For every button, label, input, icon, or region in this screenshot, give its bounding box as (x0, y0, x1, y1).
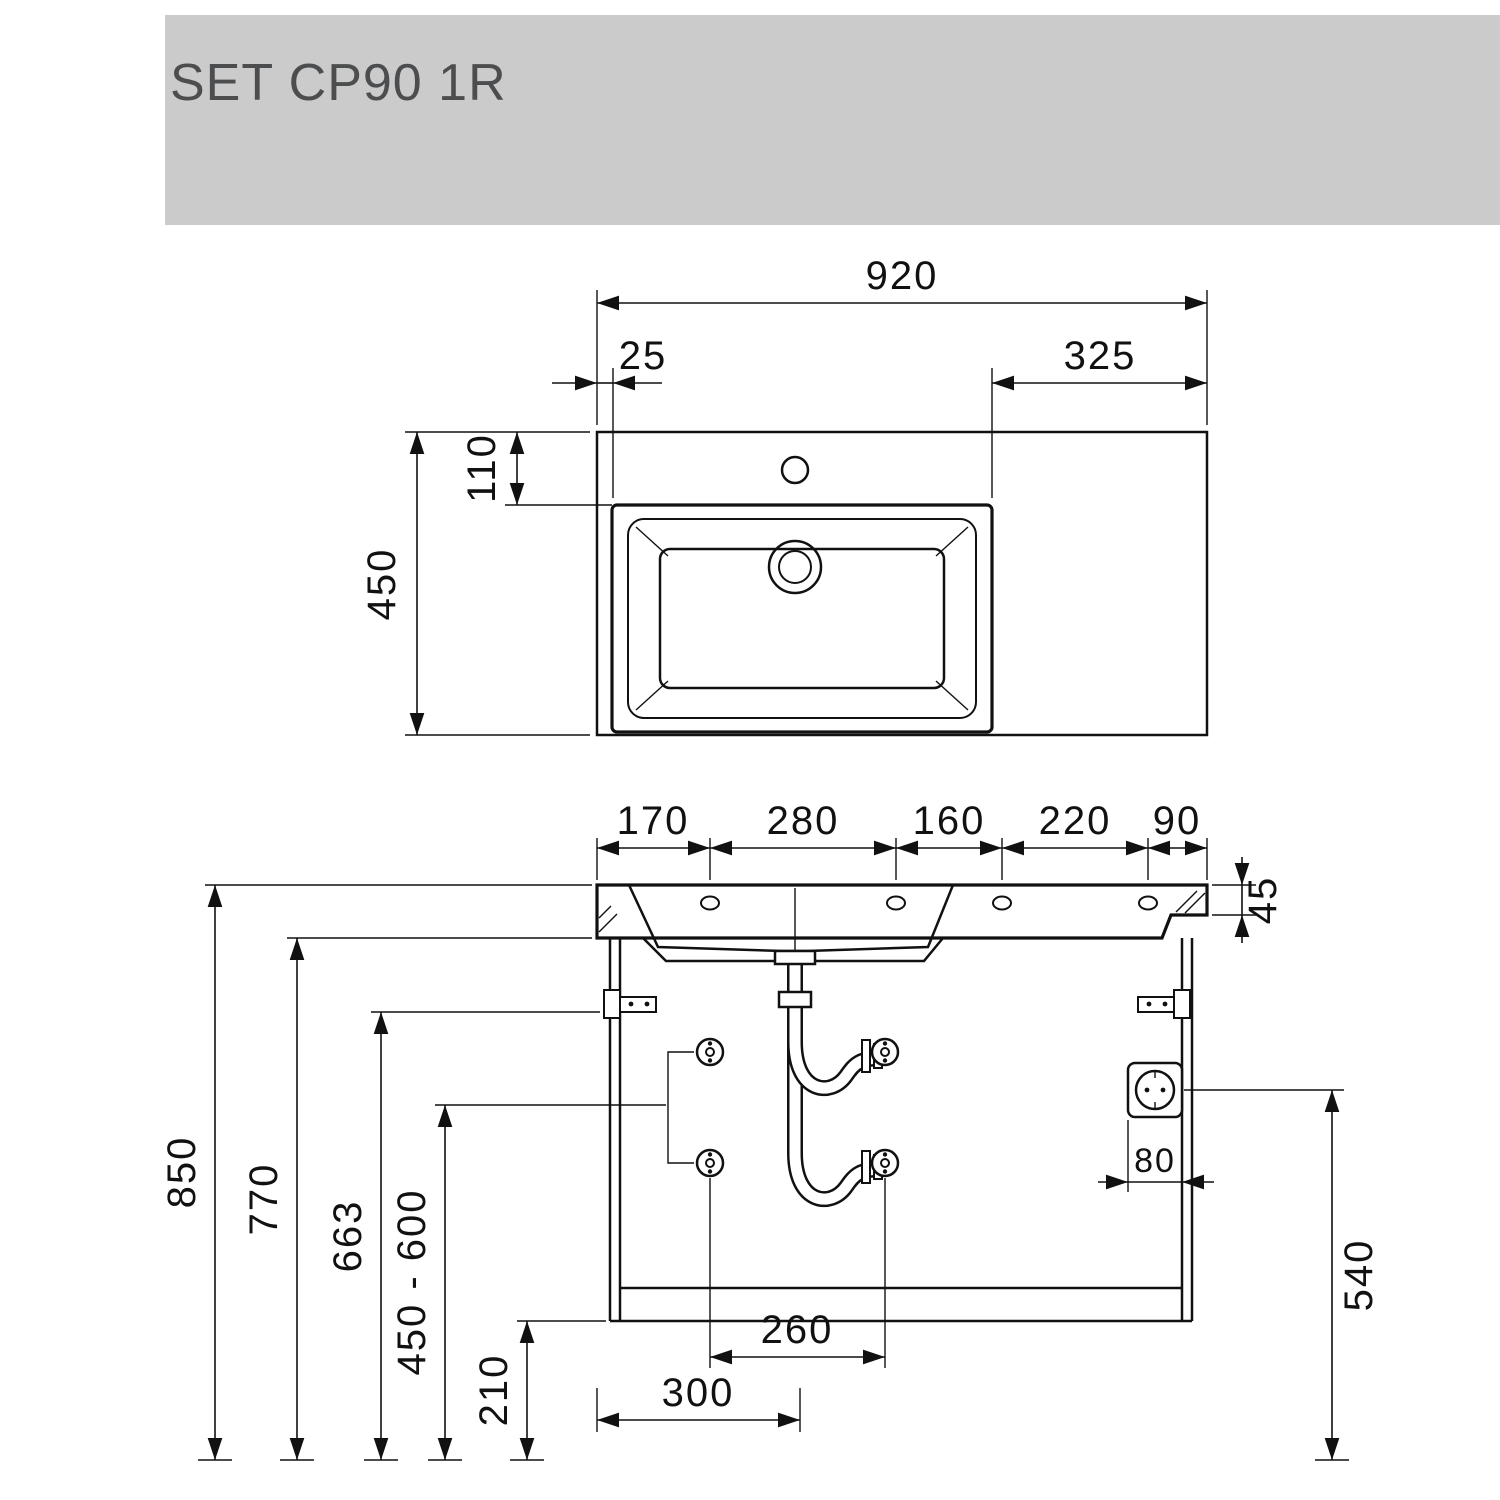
dim-spacing-1: 170 (617, 799, 690, 843)
bracket-rail (619, 996, 657, 1013)
dim-overall-width: 920 (866, 254, 939, 298)
valve-center (880, 1047, 890, 1057)
wall-outlet-flange (861, 1039, 871, 1073)
title-band (165, 15, 1500, 225)
top-view (595, 430, 1209, 737)
socket-pin-hole (1160, 1087, 1166, 1093)
bowl-inner-profile (627, 884, 955, 953)
valve-screw (707, 1152, 713, 1157)
basin-corner-line (635, 680, 669, 711)
bracket-screw (1162, 1001, 1168, 1007)
valve-body (870, 1148, 900, 1178)
dim-spacing-2: 280 (767, 799, 840, 843)
power-socket (1126, 1061, 1184, 1119)
bracket-plate (1173, 989, 1191, 1019)
basin-corner-line (635, 526, 669, 557)
valve-body (870, 1037, 900, 1067)
supply-connection (870, 1037, 900, 1067)
dim-connection-range: 450 - 600 (390, 1188, 434, 1375)
mounting-bracket-right (1137, 989, 1191, 1019)
dim-basin-back-offset: 110 (460, 433, 504, 503)
valve-screw (707, 1169, 713, 1174)
countertop-outline (595, 430, 1209, 737)
top-view-dimensions: 920 25 325 110 450 (360, 254, 1208, 736)
supply-connection (695, 1037, 725, 1067)
front-view (595, 883, 1209, 1323)
valve-body (695, 1037, 725, 1067)
supply-connection (870, 1148, 900, 1178)
dim-spacing-5: 90 (1153, 799, 1202, 843)
valve-screw (882, 1058, 888, 1063)
dim-basin-underside: 770 (242, 1163, 286, 1236)
deck-hole (1138, 895, 1158, 911)
valve-screw (882, 1152, 888, 1157)
wall-outlet-flange (861, 1150, 871, 1184)
valve-screw (882, 1169, 888, 1174)
bracket-screw (1146, 1001, 1152, 1007)
basin-section-outline (595, 883, 1209, 940)
socket-pin-hole (1144, 1087, 1150, 1093)
mounting-bracket-left (603, 989, 657, 1019)
drain-hole-outer (767, 539, 823, 595)
bracket-screw (644, 1001, 650, 1007)
drain-hole-inner (778, 550, 812, 584)
dim-spacing-3: 160 (913, 799, 986, 843)
deck-hole (886, 895, 906, 911)
valve-screw (707, 1058, 713, 1063)
dim-bracket-height: 663 (326, 1200, 370, 1273)
valve-body (695, 1148, 725, 1178)
drain-flange (773, 949, 817, 966)
supply-range-bracket (667, 1051, 694, 1164)
dim-drain-offset: 300 (662, 1371, 735, 1415)
section-hatch (1175, 890, 1198, 913)
basin-rim-outline (627, 518, 977, 719)
drawing-title: SET CP90 1R (170, 54, 507, 112)
dim-edge-thickness: 45 (1241, 876, 1285, 925)
faucet-hole (780, 455, 810, 485)
front-view-dimensions: 170 280 160 220 90 45 850 770 663 450 - … (160, 799, 1381, 1461)
header: SET CP90 1R (165, 15, 1500, 225)
basin-corner-line (935, 680, 969, 711)
dim-overall-height: 850 (160, 1136, 204, 1209)
washbasin-section (595, 883, 1209, 966)
basin-corner-line (935, 526, 969, 557)
dim-right-ledge-width: 325 (1064, 334, 1137, 378)
bracket-rail (1137, 996, 1175, 1013)
valve-center (880, 1158, 890, 1168)
deck-hole (992, 895, 1012, 911)
section-hatch (598, 905, 612, 919)
dim-valve-spacing: 260 (761, 1308, 834, 1352)
bracket-plate (603, 989, 621, 1019)
deck-hole (700, 895, 720, 911)
basin-floor-outline (658, 547, 946, 690)
basin-outer-outline (610, 503, 994, 734)
valve-screw (707, 1041, 713, 1046)
cabinet (608, 938, 1194, 1323)
bracket-screw (628, 1001, 634, 1007)
valve-center (705, 1158, 715, 1168)
valve-center (705, 1047, 715, 1057)
valve-screw (882, 1041, 888, 1046)
supply-connection (695, 1148, 725, 1178)
section-hatch (1184, 892, 1206, 914)
dim-basin-left-offset: 25 (619, 334, 668, 378)
dim-socket-offset: 80 (1134, 1142, 1176, 1180)
dim-spacing-4: 220 (1039, 799, 1112, 843)
dim-depth: 450 (360, 548, 404, 621)
dim-bottom-clearance: 210 (472, 1354, 516, 1427)
dim-socket-height: 540 (1337, 1239, 1381, 1312)
section-hatch (598, 913, 618, 933)
tailpipe-nut (777, 990, 813, 1009)
